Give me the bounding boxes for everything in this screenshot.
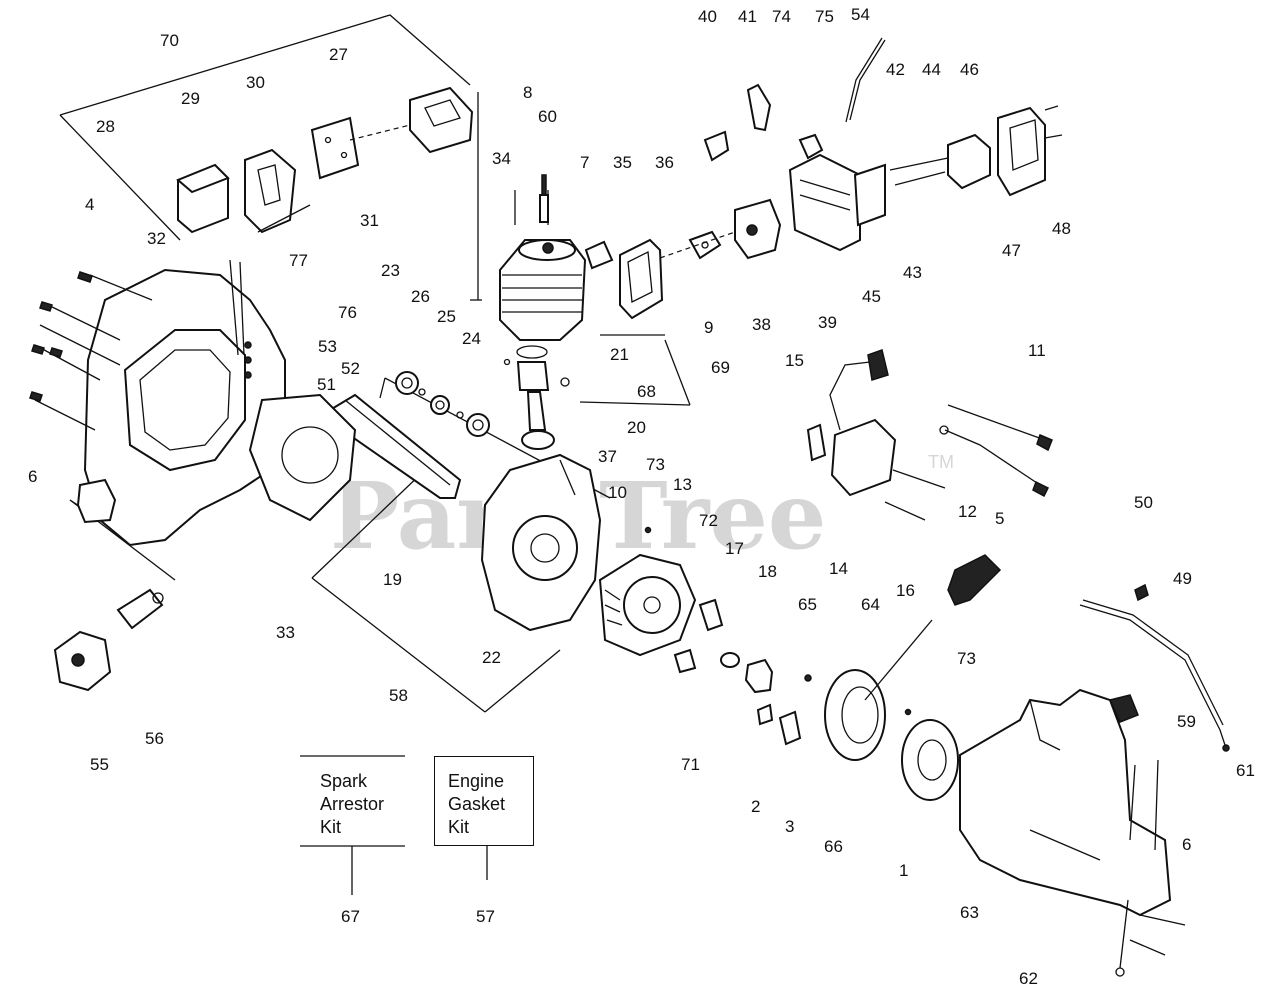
label-23: 23: [381, 261, 400, 280]
ignition-group: [806, 349, 1053, 521]
label-58: 58: [389, 686, 408, 705]
label-41: 41: [738, 7, 757, 26]
label-9: 9: [704, 318, 713, 337]
engine-gasket-kit-label: Engine Gasket Kit: [448, 771, 506, 837]
label-8: 8: [523, 83, 532, 102]
label-27: 27: [329, 45, 348, 64]
label-63: 63: [960, 903, 979, 922]
label-17: 17: [725, 539, 744, 558]
label-21: 21: [610, 345, 629, 364]
label-66: 66: [824, 837, 843, 856]
label-12: 12: [958, 502, 977, 521]
label-10: 10: [608, 483, 627, 502]
label-19: 19: [383, 570, 402, 589]
label-72: 72: [699, 511, 718, 530]
label-28: 28: [96, 117, 115, 136]
crankshaft-group: [248, 371, 490, 522]
starter-housing: [959, 688, 1186, 977]
part-labels: 70 27 30 29 28 32 4 31 8 60 34 7 35 36 4…: [28, 5, 1255, 988]
label-76: 76: [338, 303, 357, 322]
label-62: 62: [1019, 969, 1038, 988]
label-47: 47: [1002, 241, 1021, 260]
label-13: 13: [673, 475, 692, 494]
label-38: 38: [752, 315, 771, 334]
label-39: 39: [818, 313, 837, 332]
label-16: 16: [896, 581, 915, 600]
watermark-tm: TM: [928, 452, 954, 472]
label-11: 11: [1028, 341, 1046, 360]
label-15: 15: [785, 351, 804, 370]
label-52: 52: [341, 359, 360, 378]
label-57: 57: [476, 907, 495, 926]
label-70: 70: [160, 31, 179, 50]
label-73b: 73: [957, 649, 976, 668]
label-22: 22: [482, 648, 501, 667]
label-49: 49: [1173, 569, 1192, 588]
label-29: 29: [181, 89, 200, 108]
label-40: 40: [698, 7, 717, 26]
label-6a: 6: [28, 467, 37, 486]
label-48: 48: [1052, 219, 1071, 238]
label-64: 64: [861, 595, 880, 614]
label-34: 34: [492, 149, 511, 168]
label-4: 4: [85, 195, 94, 214]
label-33: 33: [276, 623, 295, 642]
label-2: 2: [751, 797, 760, 816]
label-32: 32: [147, 229, 166, 248]
label-18: 18: [758, 562, 777, 581]
label-55: 55: [90, 755, 109, 774]
label-77: 77: [289, 251, 308, 270]
label-35: 35: [613, 153, 632, 172]
label-44: 44: [922, 60, 941, 79]
label-7: 7: [580, 153, 589, 172]
label-68: 68: [637, 382, 656, 401]
label-65: 65: [798, 595, 817, 614]
air-filter-group: [176, 86, 474, 234]
label-59: 59: [1177, 712, 1196, 731]
label-24: 24: [462, 329, 481, 348]
label-31: 31: [360, 211, 379, 230]
label-60: 60: [538, 107, 557, 126]
spark-arrestor-kit-label: Spark Arrestor Kit: [320, 771, 385, 837]
label-37: 37: [598, 447, 617, 466]
label-54: 54: [851, 5, 870, 24]
label-14: 14: [829, 559, 848, 578]
label-45: 45: [862, 287, 881, 306]
label-69: 69: [711, 358, 730, 377]
label-46: 46: [960, 60, 979, 79]
label-43: 43: [903, 263, 922, 282]
label-6b: 6: [1182, 835, 1191, 854]
label-26: 26: [411, 287, 430, 306]
crankcase: [480, 453, 602, 632]
label-42: 42: [886, 60, 905, 79]
flywheel: [598, 526, 724, 674]
label-25: 25: [437, 307, 456, 326]
label-3: 3: [785, 817, 794, 836]
label-71: 71: [681, 755, 700, 774]
air-cleaner-cover: [889, 105, 1063, 197]
label-61: 61: [1236, 761, 1255, 780]
label-50: 50: [1134, 493, 1153, 512]
throttle-cable: [1079, 583, 1230, 752]
carburetor-group: [619, 37, 886, 320]
cylinder-group: [499, 174, 614, 450]
label-36: 36: [655, 153, 674, 172]
engine-gasket-kit-box: [434, 756, 534, 846]
label-1: 1: [899, 861, 908, 880]
label-67: 67: [341, 907, 360, 926]
label-51: 51: [317, 375, 336, 394]
label-53: 53: [318, 337, 337, 356]
label-74: 74: [772, 7, 791, 26]
label-30: 30: [246, 73, 265, 92]
starter-parts: [720, 554, 1002, 801]
label-75: 75: [815, 7, 834, 26]
label-5: 5: [995, 509, 1004, 528]
engine-housing: [29, 259, 286, 547]
label-56: 56: [145, 729, 164, 748]
label-20: 20: [627, 418, 646, 437]
label-73a: 73: [646, 455, 665, 474]
muffler-parts: [53, 588, 164, 692]
